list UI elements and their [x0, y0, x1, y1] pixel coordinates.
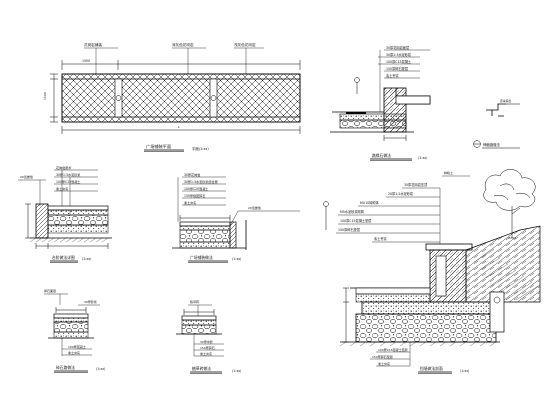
wall-label-6: 150厚碎石垫层 [338, 227, 360, 232]
curb-label-5: 素土夯实 [386, 73, 399, 78]
grass-label-3: 150厚碎石 [200, 345, 215, 350]
gravel-label-2: 30厚砂浆 [84, 299, 97, 304]
plan-dim-3: L [178, 125, 180, 129]
wall-label-8: 种植土 [444, 170, 453, 175]
curb-label-4: 150厚碎石垫层 [386, 66, 408, 71]
curb-scale: (1:xx) [418, 156, 427, 160]
wall-bottom-label-2: 150厚碎石垫层 [372, 354, 393, 359]
step-label-2: 30厚1:3水泥砂浆 [56, 172, 80, 177]
gravel-scale: (1:xx) [96, 367, 105, 371]
wall-scale: (1:xx) [460, 369, 469, 373]
wall-label-2: 20厚1:2水泥砂浆 [388, 191, 414, 196]
curb-label-2: 30厚1:3水泥砂浆 [386, 52, 412, 57]
step-scale: (1:xx) [82, 257, 91, 261]
detail-grass-section: 植草砖 30厚中砂 150厚碎石 素土夯实 植草砖做法 (1:xx) [176, 299, 241, 374]
plan-dim-1: 1500 [82, 59, 90, 63]
detail-wall-section: 30厚花岗岩压顶 20厚1:2水泥砂浆 MU10砖砌体 M5水泥砂浆砌筑 100… [323, 169, 541, 374]
detail-paving-plan: 1500 花岗岩铺装 深灰色花岗岩 浅灰色花岗岩 1500 L 广场铺装 [43, 42, 301, 152]
plan-dim-2: 1500 [43, 92, 47, 100]
pav-caption: 广场铺装做法 [190, 255, 213, 260]
curb-leaders: 30厚花岗岩面层 30厚1:3水泥砂浆 100厚C15混凝土 150厚碎石垫层 … [378, 45, 430, 112]
plan-label-1: 花岗岩铺装 [84, 42, 102, 47]
wall-label-7: 素土夯实 [374, 236, 387, 241]
step-caption: 台阶做法详图 [52, 255, 75, 260]
plan-scale: 平面(1:xx) [192, 146, 209, 151]
gravel-caption: 碎石路做法 [56, 365, 75, 370]
pav-label-5: 素土夯实 [184, 200, 196, 205]
pav-label-3: 100厚C20混凝土 [184, 186, 208, 191]
detail-step-section: 花岗岩踏步 30厚1:3水泥砂浆 100厚C15混凝土 素土夯实 20宽嵌缝 台… [18, 165, 112, 263]
wall-bottom-label-1: 100厚C15混凝土垫层 [378, 347, 408, 352]
curb-caption: 路缘石做法 [372, 153, 391, 158]
gravel-label-4: 素土夯实 [68, 350, 80, 355]
detail-gravel-section: 卵石面层 30厚砂浆 100厚混凝土 素土夯实 碎石路做法 (1:xx) [44, 288, 105, 373]
wall-label-3: MU10砖砌体 [360, 200, 380, 205]
grass-label-2: 30厚中砂 [200, 339, 213, 344]
plan-caption: 广场铺装平面 [146, 143, 171, 150]
pav-right-note: 20宽嵌缝 [248, 205, 261, 210]
index-marker-symbol: 沥青麻丝 伸缩缝做法 [473, 99, 520, 149]
pav-scale: (1:xx) [232, 257, 241, 261]
joint-caption: 伸缩缝做法 [483, 142, 501, 147]
grass-caption: 植草砖做法 [192, 366, 211, 371]
grass-label-4: 素土夯实 [200, 351, 212, 356]
wall-label-1: 30厚花岗岩压顶 [404, 182, 428, 187]
gravel-label-1: 卵石面层 [44, 288, 56, 293]
step-side-label: 20宽嵌缝 [20, 174, 33, 179]
step-label-3: 100厚C15混凝土 [56, 179, 80, 184]
wall-caption: 挡墙做法剖面 [420, 366, 443, 371]
grass-label-1: 植草砖 [190, 299, 199, 304]
wall-label-4: M5水泥砂浆砌筑 [340, 209, 365, 214]
index-label: 沥青麻丝 [500, 99, 511, 103]
pav-label-4: 150厚级配碎石 [184, 193, 205, 198]
curb-label-3: 100厚C15混凝土 [386, 59, 412, 64]
wall-label-5: 100厚C15混凝土垫层 [340, 218, 372, 223]
detail-paving-section: 30厚花岗岩 30厚1:3水泥砂浆结合层 100厚C20混凝土 150厚级配碎石… [172, 172, 300, 263]
plan-label-3: 浅灰色花岗岩 [234, 42, 256, 47]
tree-graphic [483, 169, 536, 239]
step-label-1: 花岗岩踏步 [56, 165, 71, 170]
curb-label-1: 30厚花岗岩面层 [386, 45, 409, 50]
wall-bottom-label-3: 素土夯实 [378, 361, 390, 366]
pav-label-2: 30厚1:3水泥砂浆结合层 [184, 179, 218, 184]
pav-label-1: 30厚花岗岩 [184, 172, 200, 177]
wall-leaders: 30厚花岗岩压顶 20厚1:2水泥砂浆 MU10砖砌体 M5水泥砂浆砌筑 100… [336, 170, 470, 246]
detail-curb-section: 30厚花岗岩面层 30厚1:3水泥砂浆 100厚C15混凝土 150厚碎石垫层 … [330, 45, 431, 161]
grass-scale: (1:xx) [232, 369, 241, 373]
plan-label-2: 深灰色花岗岩 [172, 42, 194, 47]
gravel-label-3: 100厚混凝土 [68, 344, 86, 349]
